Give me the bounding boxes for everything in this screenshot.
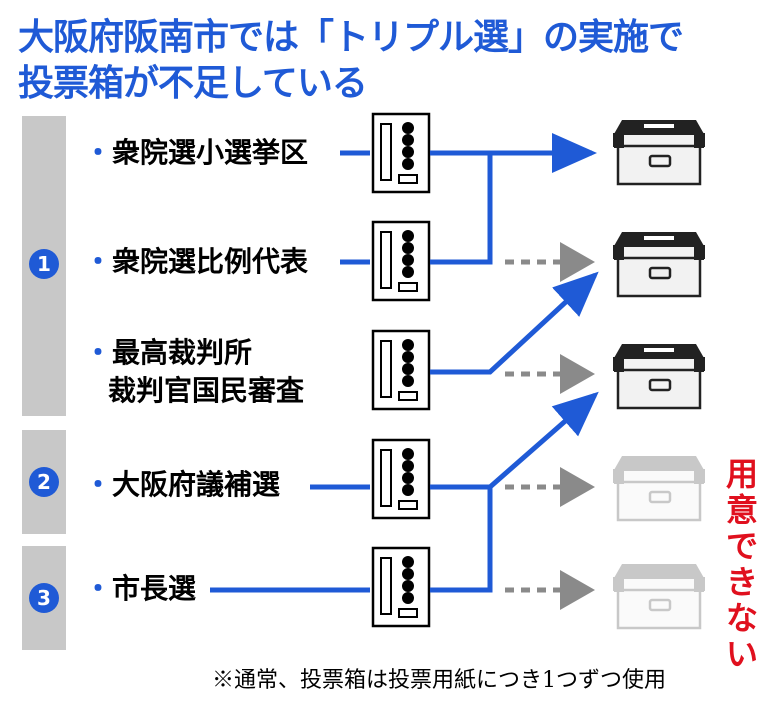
election-text: 衆院選小選挙区 bbox=[112, 136, 309, 169]
unavailable-label: 用 意 で き な い bbox=[724, 456, 760, 672]
group-badge-3: 3 bbox=[29, 583, 59, 613]
ballot-slip-icon-3 bbox=[371, 329, 431, 411]
bullet: ・ bbox=[84, 136, 113, 169]
election-label-1: ・衆院選小選挙区 bbox=[84, 134, 308, 172]
unavailable-char: い bbox=[725, 635, 758, 673]
ballot-box-icon-3 bbox=[612, 342, 706, 410]
ballot-slip-icon-1 bbox=[371, 112, 431, 194]
election-text: 市長選 bbox=[112, 572, 197, 605]
election-text-line-1: 最高裁判所 bbox=[112, 336, 253, 369]
group-badge-2: 2 bbox=[29, 467, 59, 497]
election-label-4: ・大阪府議補選 bbox=[84, 466, 280, 504]
election-label-3: ・最高裁判所 bbox=[84, 334, 252, 372]
election-label-2: ・衆院選比例代表 bbox=[84, 243, 308, 281]
unavailable-char: な bbox=[725, 599, 758, 637]
ballot-box-icon-unavailable-5 bbox=[612, 562, 706, 630]
route-arrow-45 bbox=[430, 391, 599, 490]
svg-text:1: 1 bbox=[37, 252, 51, 276]
svg-text:3: 3 bbox=[37, 586, 51, 610]
unavailable-char: で bbox=[725, 527, 758, 565]
route-line-2 bbox=[430, 153, 493, 265]
bullet: ・ bbox=[84, 245, 113, 278]
bullet: ・ bbox=[84, 468, 113, 501]
ballot-slip-icon-5 bbox=[371, 546, 431, 628]
footnote: ※通常、投票箱は投票用紙につき1つずつ使用 bbox=[212, 668, 666, 693]
ballot-box-icon-unavailable-4 bbox=[612, 454, 706, 522]
unavailable-char: 用 bbox=[725, 455, 758, 493]
svg-text:2: 2 bbox=[37, 470, 51, 494]
title-line-1: 大阪府阪南市では「トリプル選」の実施で bbox=[18, 17, 684, 58]
title-line-2: 投票箱が不足している bbox=[18, 63, 368, 104]
election-label-3b: 裁判官国民審査 bbox=[108, 372, 304, 410]
group-badge-1: 1 bbox=[29, 249, 59, 279]
ballot-box-icon-1 bbox=[612, 118, 706, 186]
election-text: 大阪府議補選 bbox=[112, 468, 281, 501]
election-text-line-2: 裁判官国民審査 bbox=[108, 374, 305, 407]
ballot-box-icon-2 bbox=[612, 230, 706, 298]
election-label-5: ・市長選 bbox=[84, 570, 196, 608]
route-line-5 bbox=[430, 487, 493, 593]
bullet: ・ bbox=[84, 572, 113, 605]
election-text: 衆院選比例代表 bbox=[112, 245, 309, 278]
route-arrow-3 bbox=[430, 271, 599, 375]
bullet: ・ bbox=[84, 336, 113, 369]
unavailable-char: 意 bbox=[725, 491, 758, 529]
unavailable-char: き bbox=[725, 563, 758, 601]
ballot-slip-icon-4 bbox=[371, 438, 431, 520]
ballot-slip-icon-2 bbox=[371, 220, 431, 302]
